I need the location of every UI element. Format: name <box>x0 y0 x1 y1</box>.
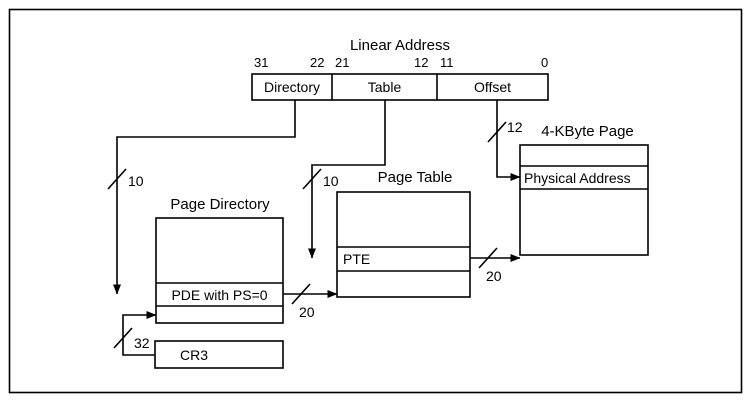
directory-index-path <box>107 100 296 295</box>
pde-base-width-label: 20 <box>299 304 315 320</box>
cr3-label: CR3 <box>180 347 209 363</box>
cr3-base-width-label: 32 <box>134 335 150 351</box>
bit-label-21: 21 <box>335 55 350 70</box>
bit-label-12: 12 <box>414 55 429 70</box>
table-index-path <box>302 100 386 259</box>
pte-base-path <box>470 247 521 269</box>
page-table-box <box>336 191 471 298</box>
cr3-base-path <box>113 311 157 356</box>
offset-path <box>487 100 521 181</box>
pte-entry-label: PTE <box>343 251 371 267</box>
four-kbyte-page-box <box>519 144 649 256</box>
pde-entry-label: PDE with PS=0 <box>171 287 268 303</box>
physical-address-entry-label: Physical Address <box>524 170 631 186</box>
page-directory-title: Page Directory <box>170 196 270 213</box>
offset-width-label: 12 <box>507 119 523 135</box>
offset-field-label: Offset <box>473 79 512 95</box>
bit-label-11: 11 <box>440 55 454 70</box>
table-field-label: Table <box>367 79 402 95</box>
bit-label-0: 0 <box>541 55 549 70</box>
directory-field-label: Directory <box>263 79 320 95</box>
linear-address-box <box>251 73 549 101</box>
table-index-width-label: 10 <box>323 173 339 189</box>
four-kbyte-page-title: 4-KByte Page <box>541 123 634 140</box>
page-directory-box <box>155 217 284 324</box>
bit-label-22: 22 <box>310 55 325 70</box>
page-table-title: Page Table <box>377 169 453 186</box>
pte-base-width-label: 20 <box>486 268 502 284</box>
directory-index-width-label: 10 <box>128 173 144 189</box>
linear-address-title: Linear Address <box>349 37 451 54</box>
bit-label-31: 31 <box>254 55 269 70</box>
pde-base-path <box>283 283 338 305</box>
cr3-box <box>154 340 284 369</box>
